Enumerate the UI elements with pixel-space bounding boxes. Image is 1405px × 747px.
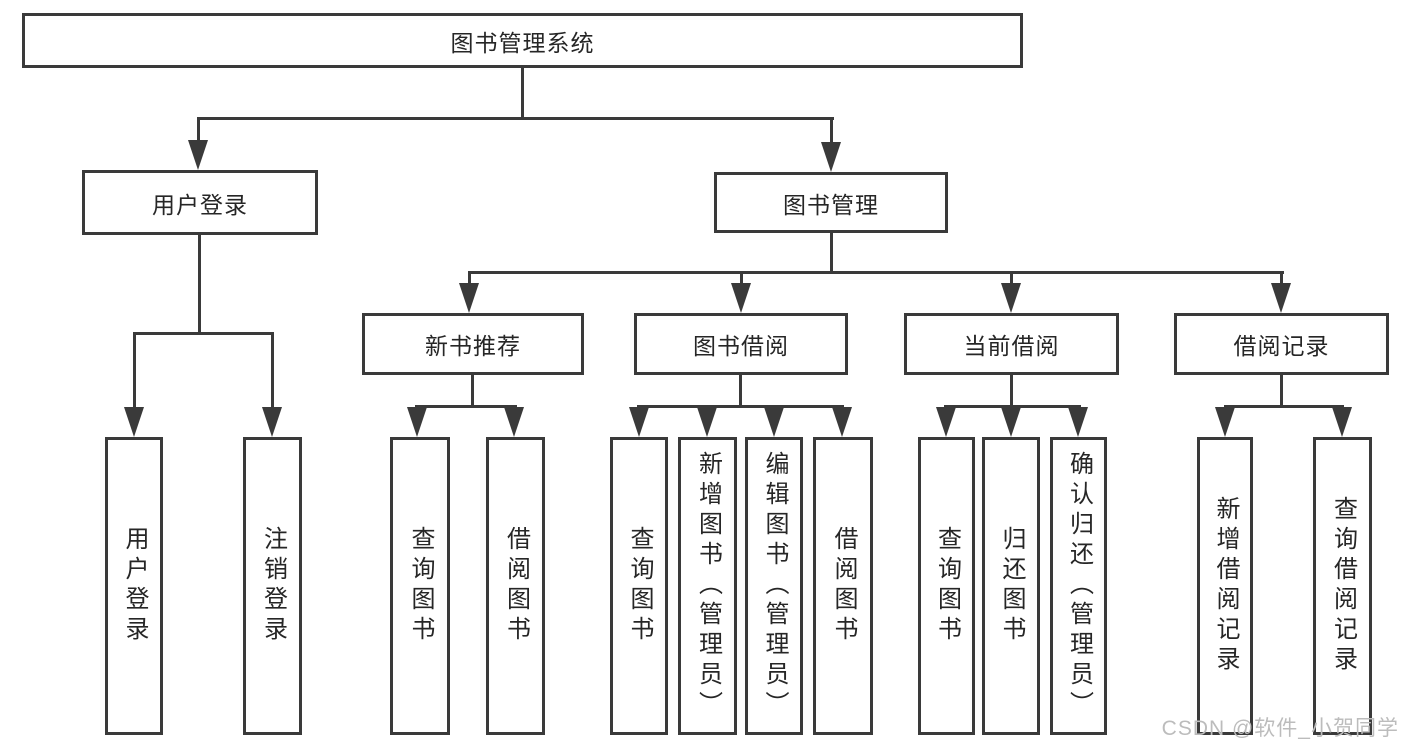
connector-line (944, 405, 1081, 408)
node-root: 图书管理系统 (22, 13, 1023, 68)
watermark: CSDN @软件_小贺同学 (1161, 717, 1399, 740)
node-user-login: 用户登录 (82, 170, 318, 235)
node-leaf-borrow-borrow: 借阅图书 (813, 437, 873, 735)
connector-line (1224, 405, 1344, 408)
node-leaf-newbook-borrow: 借阅图书 (486, 437, 545, 735)
connector-line (830, 117, 833, 144)
node-leaf-user-login: 用户登录 (105, 437, 163, 735)
connector-line (1010, 271, 1013, 285)
arrow-down-icon (1001, 283, 1021, 313)
connector-line (198, 235, 201, 335)
connector-line (1280, 375, 1283, 408)
node-leaf-record-add: 新增借阅记录 (1197, 437, 1253, 735)
arrow-down-icon (188, 140, 208, 170)
connector-line (637, 405, 844, 408)
node-leaf-current-return: 归还图书 (982, 437, 1040, 735)
arrow-down-icon (1271, 283, 1291, 313)
arrow-down-icon (832, 407, 852, 437)
node-leaf-record-query: 查询借阅记录 (1313, 437, 1372, 735)
node-current-borrowing: 当前借阅 (904, 313, 1119, 375)
node-borrow-records: 借阅记录 (1174, 313, 1389, 375)
node-leaf-borrow-add: 新增图书（管理员） (678, 437, 737, 735)
arrow-down-icon (1001, 407, 1021, 437)
connector-line (471, 375, 474, 408)
node-leaf-logout: 注销登录 (243, 437, 302, 735)
connector-line (740, 271, 743, 285)
arrow-down-icon (821, 142, 841, 172)
arrow-down-icon (629, 407, 649, 437)
arrow-down-icon (1215, 407, 1235, 437)
connector-line (830, 233, 833, 274)
node-new-book-recommend: 新书推荐 (362, 313, 584, 375)
connector-line (1010, 375, 1013, 408)
arrow-down-icon (1332, 407, 1352, 437)
connector-line (468, 271, 471, 285)
node-leaf-borrow-edit: 编辑图书（管理员） (745, 437, 803, 735)
connector-line (1280, 271, 1283, 285)
connector-line (739, 375, 742, 408)
connector-line (133, 332, 274, 335)
node-leaf-current-confirm-return: 确认归还（管理员） (1050, 437, 1107, 735)
arrow-down-icon (731, 283, 751, 313)
connector-line (197, 117, 200, 144)
arrow-down-icon (936, 407, 956, 437)
arrow-down-icon (459, 283, 479, 313)
connector-line (133, 332, 136, 409)
node-book-management: 图书管理 (714, 172, 948, 233)
arrow-down-icon (764, 407, 784, 437)
connector-line (415, 405, 517, 408)
arrow-down-icon (697, 407, 717, 437)
arrow-down-icon (504, 407, 524, 437)
node-book-borrowing: 图书借阅 (634, 313, 848, 375)
connector-line (521, 68, 524, 120)
node-leaf-newbook-query: 查询图书 (390, 437, 450, 735)
connector-line (197, 117, 834, 120)
connector-line (468, 271, 1284, 274)
arrow-down-icon (407, 407, 427, 437)
arrow-down-icon (124, 407, 144, 437)
node-leaf-current-query: 查询图书 (918, 437, 975, 735)
connector-line (271, 332, 274, 409)
node-leaf-borrow-query: 查询图书 (610, 437, 668, 735)
arrow-down-icon (1068, 407, 1088, 437)
arrow-down-icon (262, 407, 282, 437)
